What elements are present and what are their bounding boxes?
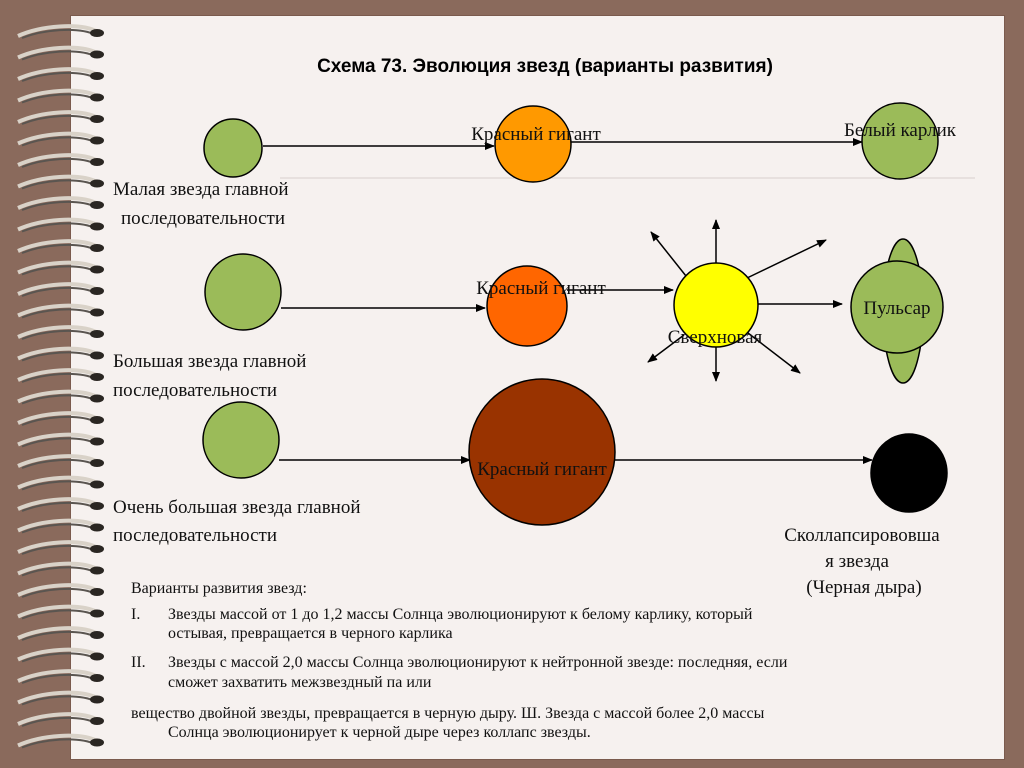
large-star-label-line1: Большая звезда главной <box>113 351 306 372</box>
very-large-star-label-line2: последовательности <box>113 525 277 546</box>
footer-item-2-num: II. <box>131 654 146 671</box>
red-giant-label-1: Красный гигант <box>471 124 601 145</box>
footer-item-1-line2: остывая, превращается в черного карлика <box>168 625 453 642</box>
supernova-label: Сверхновая <box>668 327 763 348</box>
very-large-star-label-line1: Очень большая звезда главной <box>113 497 361 518</box>
white-dwarf-circle <box>861 102 939 180</box>
white-dwarf-label: Белый карлик <box>844 120 957 141</box>
small-star-circle <box>203 118 263 178</box>
red-giant-label-2: Красный гигант <box>476 278 606 299</box>
black-hole-label-line1: Сколлапсирововша <box>784 525 940 546</box>
supernova-rays <box>647 219 843 382</box>
large-star-label-line2: последовательности <box>113 380 277 401</box>
footer-heading: Варианты развития звезд: <box>131 580 307 597</box>
black-hole-circle <box>870 433 948 513</box>
red-giant-circle-1 <box>494 105 572 183</box>
small-star-label-line2: последовательности <box>121 208 285 229</box>
red-giant-circle-2 <box>486 265 568 347</box>
red-giant-circle-3 <box>468 378 616 526</box>
black-hole-label-line3: (Черная дыра) <box>806 577 921 598</box>
footer-item-1-num: I. <box>131 606 141 623</box>
red-giant-label-3: Красный гигант <box>477 459 607 480</box>
pulsar-circle <box>850 260 944 354</box>
footer-item-2-line2: сможет захватить межзвездный па или <box>168 674 432 691</box>
footer-tail-line2: Солнца эволюционирует к черной дыре чере… <box>168 724 591 741</box>
black-hole-label-line2: я звезда <box>825 551 889 572</box>
page-title: Схема 73. Эволюция звезд (варианты разви… <box>317 56 773 77</box>
pulsar-label: Пульсар <box>863 298 930 319</box>
footer-tail-line1: вещество двойной звезды, превращается в … <box>131 705 765 722</box>
footer-item-1-line1: Звезды массой от 1 до 1,2 массы Солнца э… <box>168 606 753 623</box>
footer-item-2-line1: Звезды с массой 2,0 массы Солнца эволюци… <box>168 654 788 671</box>
small-star-label-line1: Малая звезда главной <box>113 179 289 200</box>
very-large-star-circle <box>202 401 280 479</box>
large-star-circle <box>204 253 282 331</box>
supernova-circle <box>673 262 759 348</box>
